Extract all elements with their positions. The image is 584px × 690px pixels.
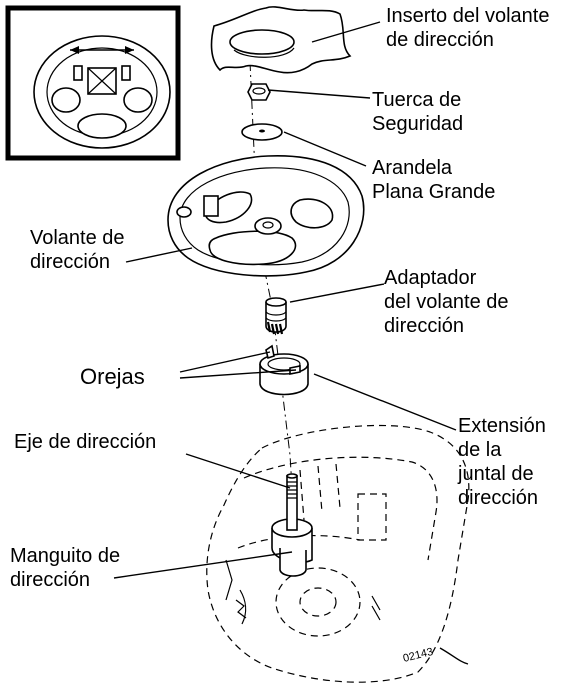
inset-left-opening <box>51 87 81 113</box>
steering-shaft <box>286 475 298 531</box>
lock-nut-hole <box>252 87 266 95</box>
shaft-splines <box>287 481 297 499</box>
leader-ear-lower <box>179 369 297 379</box>
housing-lower-boss <box>275 567 361 637</box>
label-sleeve-line2: dirección <box>10 569 90 591</box>
inset-left-tab <box>73 65 83 81</box>
leader-wheel <box>125 247 193 263</box>
leader-extension <box>313 373 457 431</box>
insert-centre-cap <box>229 29 295 55</box>
wheel-right-opening <box>290 198 334 229</box>
inset-wheel-orientation <box>5 5 181 161</box>
label-insert-line2: de dirección <box>386 29 494 51</box>
steering-sleeve-assembly <box>271 473 313 577</box>
inset-hub-cross <box>87 67 117 95</box>
insert-cap-shadow <box>233 47 295 58</box>
leader-ear-upper <box>179 351 271 373</box>
washer-hole <box>259 129 265 133</box>
label-extension-line3: juntal de <box>457 463 534 485</box>
inset-right-tab <box>121 65 131 81</box>
label-wheel-line1: Volante de <box>30 227 125 249</box>
label-shaft: Eje de dirección <box>14 431 156 453</box>
label-wheel-line2: dirección <box>30 251 110 273</box>
figure-code: 02143 <box>402 646 435 665</box>
large-flat-washer <box>241 123 283 141</box>
housing-outline <box>206 424 470 683</box>
sleeve-lower <box>279 548 307 577</box>
wheel-hub <box>254 217 282 235</box>
housing-left-details <box>225 559 247 625</box>
housing-ribs <box>299 463 341 521</box>
inset-arrow-right <box>125 46 134 54</box>
adapter-top <box>265 297 287 307</box>
label-extension-line2: de la <box>458 439 502 461</box>
housing-side-marks <box>371 595 381 621</box>
adapter-ridges <box>265 311 287 322</box>
leader-insert <box>311 21 381 43</box>
steering-wheel <box>167 155 365 277</box>
label-washer-line2: Plana Grande <box>372 181 495 203</box>
leader-sleeve <box>113 551 293 579</box>
label-adapter-line2: del volante de <box>384 291 509 313</box>
label-extension-line4: dirección <box>458 487 538 509</box>
lock-nut <box>247 83 271 101</box>
housing-top-ridge <box>243 456 438 561</box>
housing-side-panel <box>357 493 387 541</box>
housing-left-spring <box>235 599 247 619</box>
lock-nut-body <box>247 83 271 101</box>
label-insert-line1: Inserto del volante <box>386 5 549 27</box>
label-washer-line1: Arandela <box>372 157 453 179</box>
label-extension-line1: Extensión <box>458 415 546 437</box>
steering-column-housing <box>206 424 470 683</box>
label-lock-nut-line1: Tuerca de <box>372 89 461 111</box>
wheel-rim-boss <box>176 206 192 218</box>
housing-mid-line <box>237 535 361 549</box>
extension-bore <box>267 357 301 371</box>
leader-lock-nut <box>267 89 371 99</box>
steering-wheel-insert <box>210 6 352 74</box>
label-adapter-line3: dirección <box>384 315 464 337</box>
label-adapter-line1: Adaptador <box>384 267 477 289</box>
leader-lines <box>113 21 469 665</box>
leader-adapter <box>289 283 385 303</box>
leader-washer <box>283 131 367 167</box>
housing-lower-boss-inner <box>299 587 337 617</box>
leader-shaft <box>185 453 291 489</box>
label-ears: Orejas <box>80 364 145 389</box>
wheel-rim-inner <box>179 167 350 266</box>
label-sleeve-line1: Manguito de <box>10 545 120 567</box>
inset-arrow-left <box>70 46 79 54</box>
inset-right-opening <box>123 87 153 113</box>
shaft-tip <box>286 473 298 479</box>
wheel-hub-hole <box>262 221 274 229</box>
part-labels: Inserto del volante de dirección Tuerca … <box>10 5 549 665</box>
wheel-bottom-opening <box>208 230 297 266</box>
steering-wheel-adapter <box>265 297 287 335</box>
adapter-spline-teeth <box>266 321 284 335</box>
label-lock-nut-line2: Seguridad <box>372 113 463 135</box>
leader-figure-code <box>439 647 469 665</box>
wheel-spoke-tab <box>203 195 219 217</box>
inset-bottom-opening <box>77 113 127 139</box>
